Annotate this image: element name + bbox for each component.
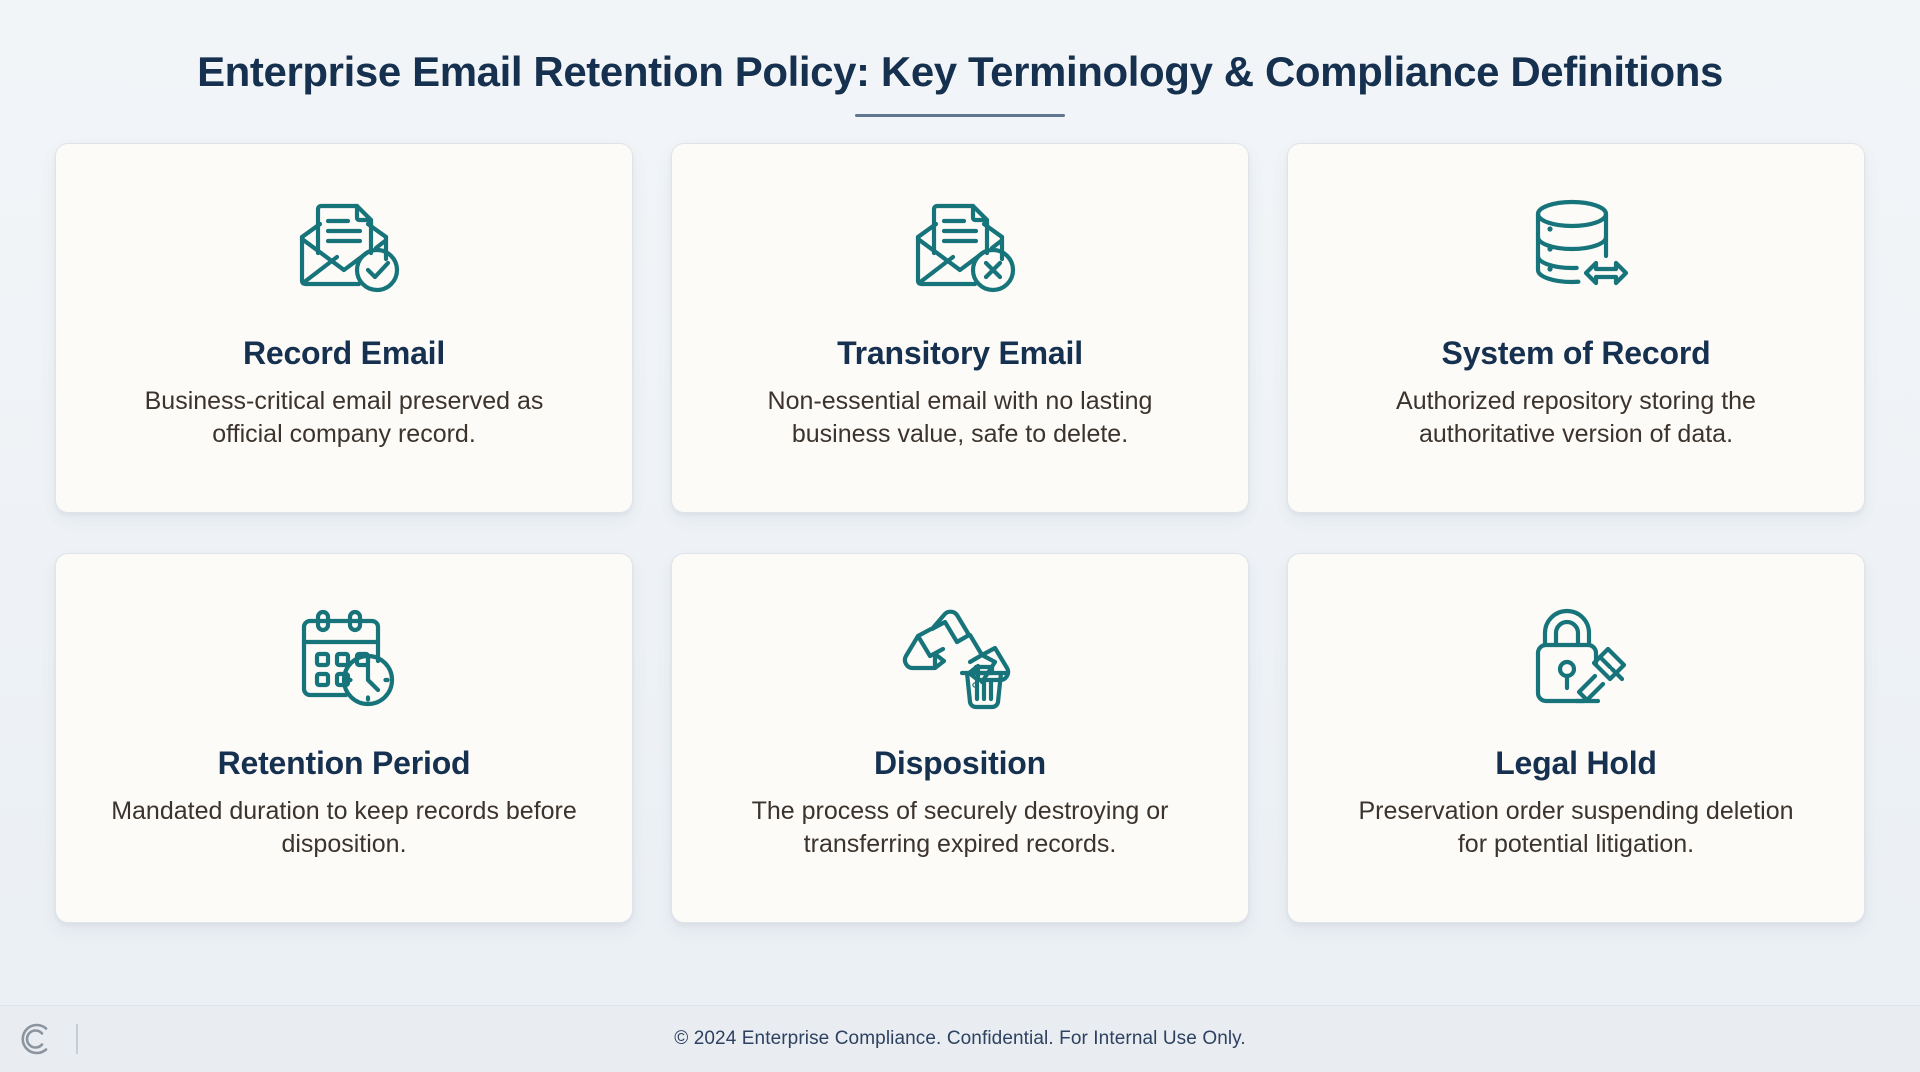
envelope-document-check-icon xyxy=(284,184,404,310)
database-transfer-icon xyxy=(1516,184,1636,310)
card-title: Retention Period xyxy=(217,745,471,782)
card-title: Record Email xyxy=(242,335,446,372)
card-title: System of Record xyxy=(1441,335,1711,372)
card-title: Legal Hold xyxy=(1495,745,1657,782)
definition-card-system-of-record[interactable]: System of Record Authorized repository s… xyxy=(1287,143,1865,514)
definition-card-legal-hold[interactable]: Legal Hold Preservation order suspending… xyxy=(1287,553,1865,924)
card-description: Business-critical email preserved as off… xyxy=(144,387,544,449)
recycle-trash-icon xyxy=(900,594,1020,720)
card-description: The process of securely destroying or tr… xyxy=(751,797,1169,859)
definition-card-retention-period[interactable]: Retention Period Mandated duration to ke… xyxy=(55,553,633,924)
slide-header: Enterprise Email Retention Policy: Key T… xyxy=(0,0,1920,118)
card-title: Transitory Email xyxy=(837,335,1083,372)
calendar-clock-icon xyxy=(284,594,404,720)
card-description: Preservation order suspending deletion f… xyxy=(1358,797,1794,859)
definition-card-record-email[interactable]: Record Email Business-critical email pre… xyxy=(55,143,633,514)
card-description: Non-essential email with no lasting busi… xyxy=(767,387,1153,449)
footer-divider xyxy=(76,1024,78,1054)
slide-footer: © 2024 Enterprise Compliance. Confidenti… xyxy=(0,1005,1920,1072)
padlock-gavel-icon xyxy=(1516,594,1636,720)
footer-copyright-text: © 2024 Enterprise Compliance. Confidenti… xyxy=(674,1028,1246,1049)
card-description: Authorized repository storing the author… xyxy=(1396,387,1756,449)
cards-section: Record Email Business-critical email pre… xyxy=(0,117,1920,1005)
envelope-document-x-icon xyxy=(900,184,1020,310)
page-title: Enterprise Email Retention Policy: Key T… xyxy=(197,48,1723,95)
definition-card-transitory-email[interactable]: Transitory Email Non-essential email wit… xyxy=(671,143,1249,514)
title-underline-rule xyxy=(855,114,1065,118)
definition-card-grid: Record Email Business-critical email pre… xyxy=(55,143,1865,924)
card-title: Disposition xyxy=(873,745,1047,782)
card-description: Mandated duration to keep records before… xyxy=(111,797,577,859)
definition-card-disposition[interactable]: Disposition The process of securely dest… xyxy=(671,553,1249,924)
c-monogram-logo xyxy=(14,1017,58,1061)
